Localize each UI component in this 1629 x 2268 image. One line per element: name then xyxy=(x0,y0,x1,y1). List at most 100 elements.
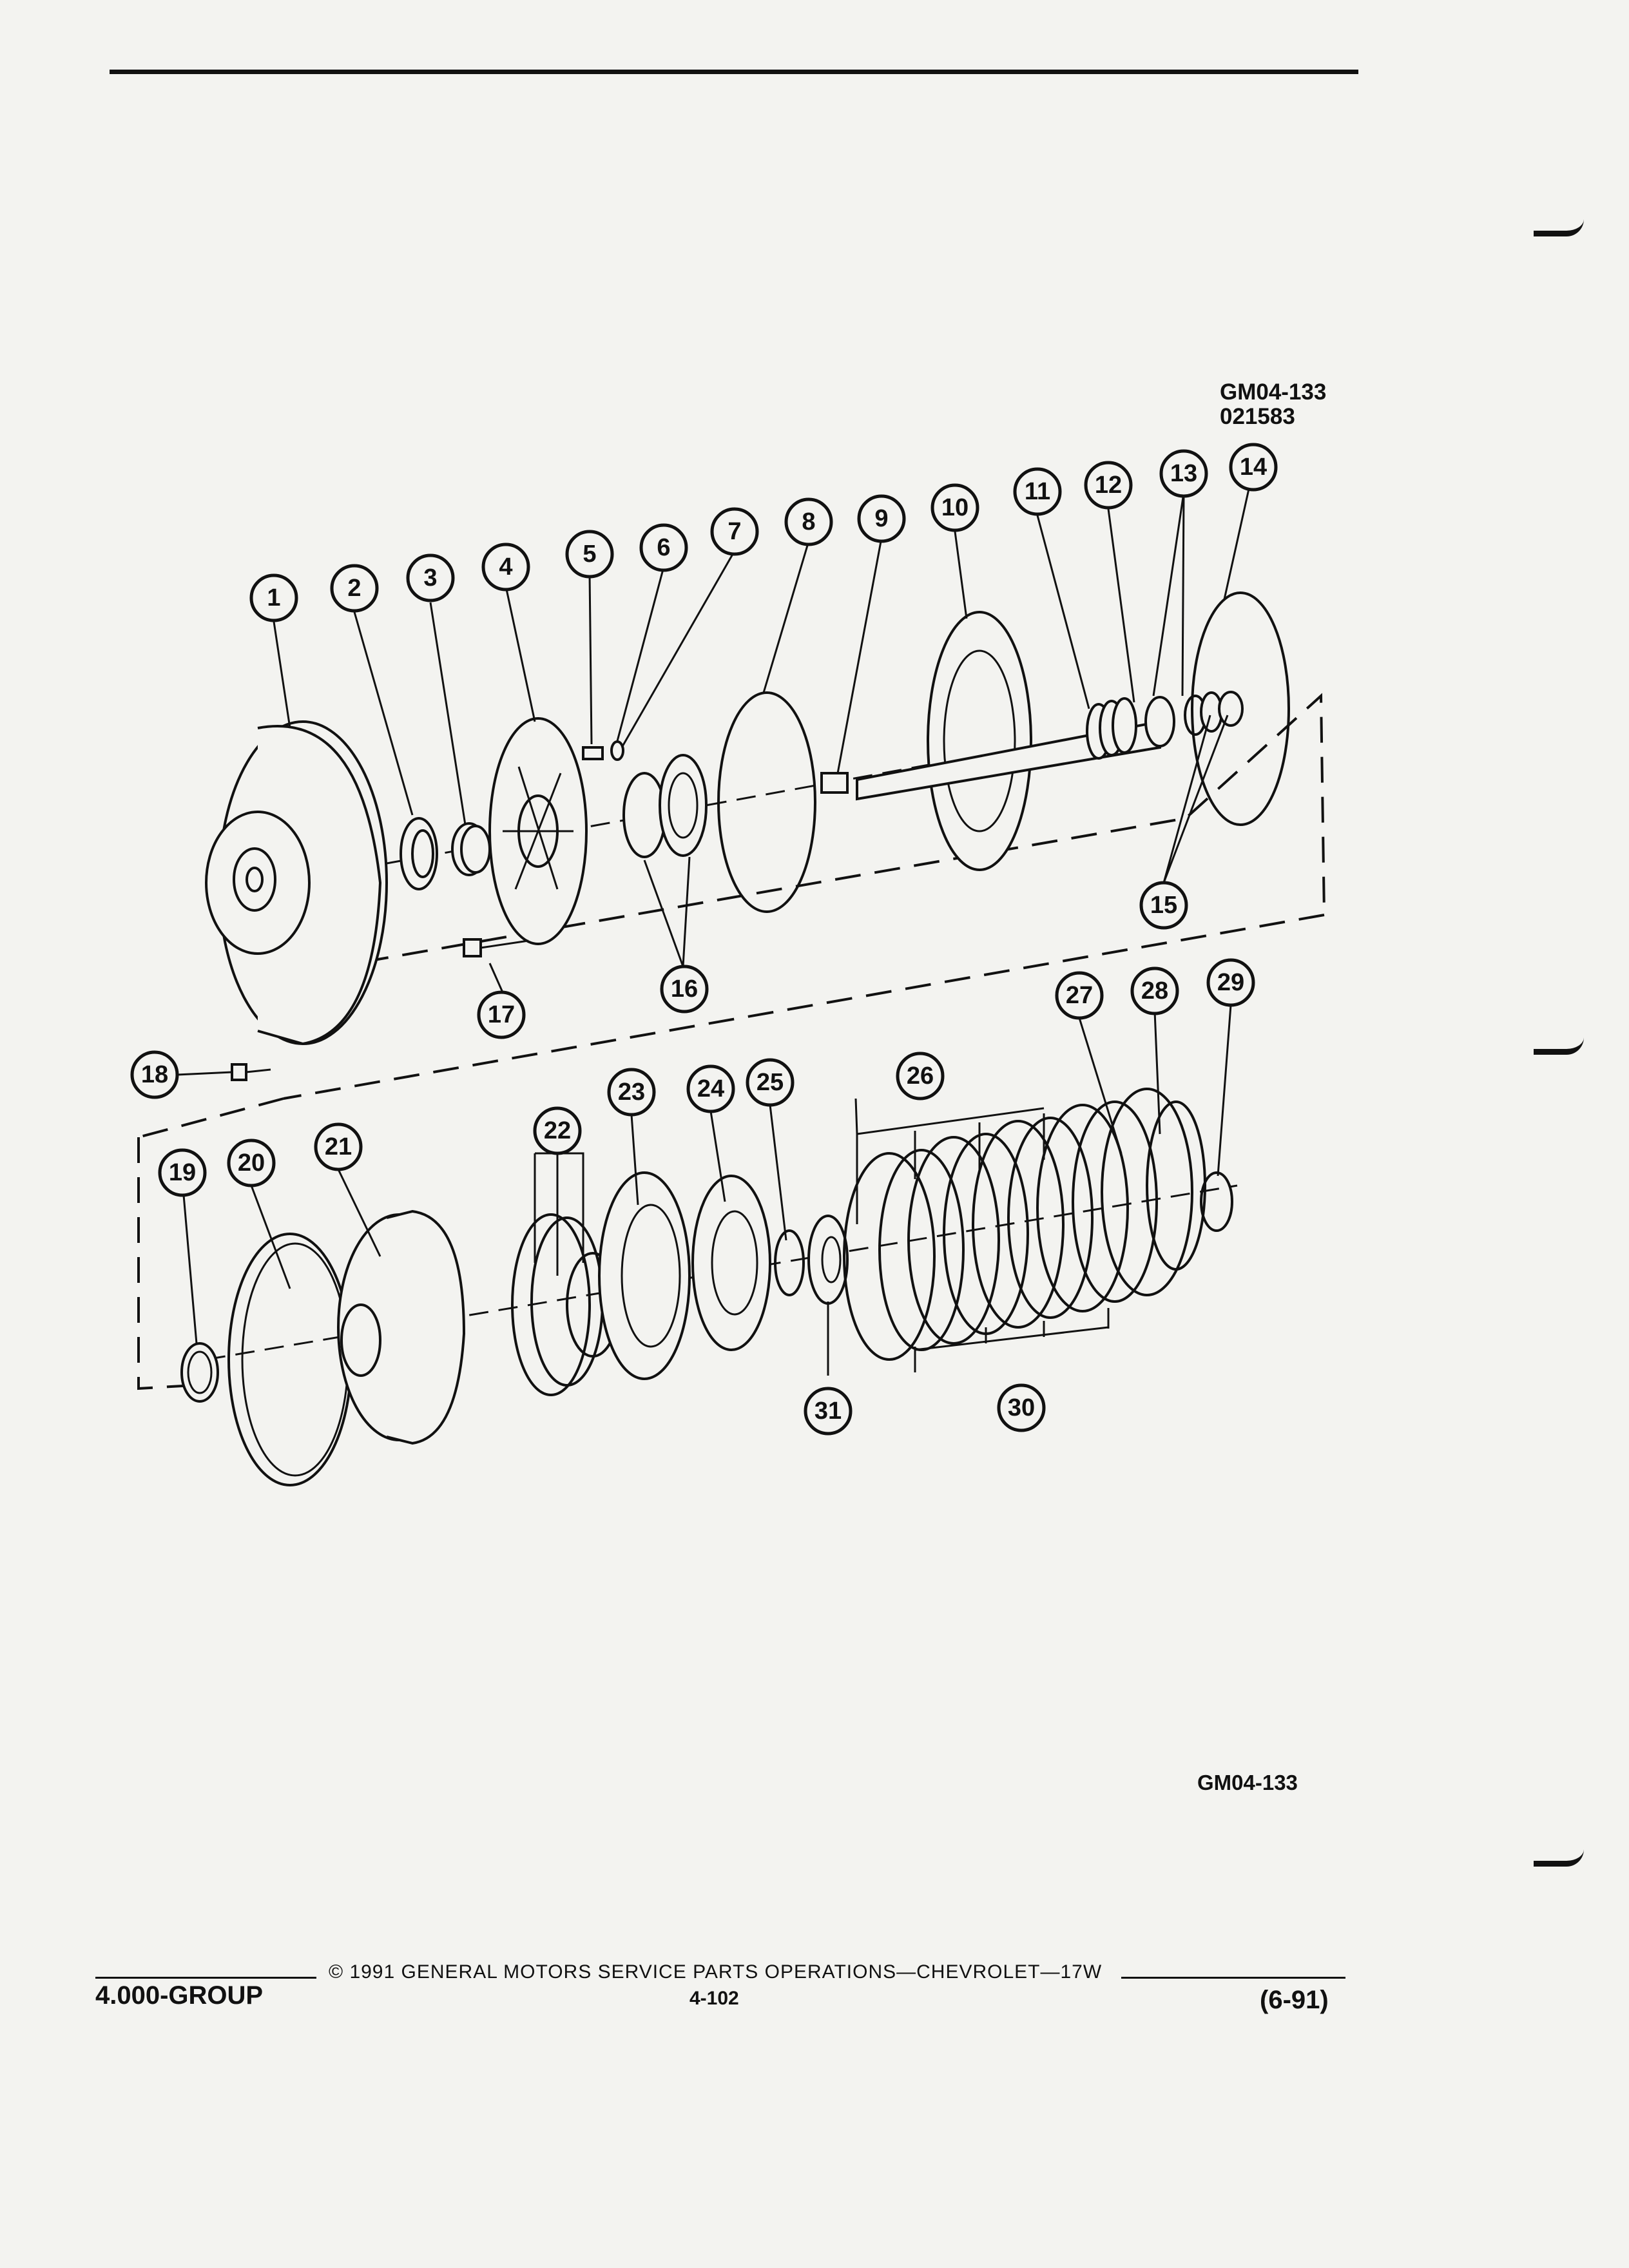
footer-date: (6-91) xyxy=(1260,1986,1329,2014)
svg-text:31: 31 xyxy=(815,1398,842,1425)
footer-rule-left xyxy=(95,1977,316,1979)
pump-body xyxy=(488,717,588,945)
footer-group: 4.000-GROUP xyxy=(95,1981,264,2010)
snap-ring-19 xyxy=(180,1342,219,1403)
svg-text:24: 24 xyxy=(697,1075,724,1102)
svg-text:16: 16 xyxy=(671,975,698,1003)
clutch-piston xyxy=(598,1171,691,1380)
upper-dash-frame xyxy=(244,693,1325,984)
svg-text:18: 18 xyxy=(141,1061,168,1088)
pump-gasket xyxy=(1191,591,1290,826)
svg-text:2: 2 xyxy=(347,575,361,602)
callout-27: 27 xyxy=(1055,971,1104,1020)
svg-text:28: 28 xyxy=(1141,977,1168,1004)
svg-text:14: 14 xyxy=(1240,454,1267,481)
callout-31: 31 xyxy=(804,1387,853,1436)
page-tab-mark xyxy=(1534,219,1584,236)
svg-text:23: 23 xyxy=(618,1079,645,1106)
svg-text:12: 12 xyxy=(1095,472,1122,499)
snap-ring-29 xyxy=(1200,1171,1233,1232)
callout-7: 7 xyxy=(710,507,759,556)
callout-14: 14 xyxy=(1229,443,1278,492)
svg-text:20: 20 xyxy=(238,1149,265,1177)
thrust-washer-31 xyxy=(807,1215,849,1305)
svg-text:3: 3 xyxy=(423,564,437,591)
svg-text:4: 4 xyxy=(499,553,512,581)
svg-text:8: 8 xyxy=(802,508,815,535)
intermediate-band xyxy=(227,1233,352,1486)
callout-24: 24 xyxy=(686,1064,735,1113)
pump-washer xyxy=(610,740,624,761)
svg-text:10: 10 xyxy=(941,494,969,521)
callout-6: 6 xyxy=(639,523,688,572)
pump-bolt xyxy=(463,938,529,957)
svg-text:11: 11 xyxy=(1025,478,1050,505)
stator-bushing xyxy=(820,772,849,794)
callout-8: 8 xyxy=(784,497,833,546)
svg-text:19: 19 xyxy=(169,1159,196,1186)
thrust-washer xyxy=(1218,691,1244,727)
callout-18: 18 xyxy=(130,1050,179,1099)
svg-text:30: 30 xyxy=(1008,1394,1035,1421)
upper-dash-frame-bottom xyxy=(283,914,1325,1100)
seal-ring xyxy=(1144,696,1175,747)
footer-rule-right xyxy=(1121,1977,1345,1979)
page-tab-mark xyxy=(1534,1037,1584,1055)
pump-bushing xyxy=(451,822,491,876)
callout-1: 1 xyxy=(249,573,298,622)
callout-17: 17 xyxy=(477,990,526,1039)
pump-gears xyxy=(622,754,708,858)
callout-30: 30 xyxy=(997,1383,1046,1432)
callout-20: 20 xyxy=(227,1139,276,1187)
torque-converter xyxy=(205,720,388,1046)
svg-text:29: 29 xyxy=(1217,969,1244,996)
callout-15: 15 xyxy=(1139,881,1188,930)
callout-5: 5 xyxy=(565,530,614,579)
callout-16: 16 xyxy=(660,965,709,1014)
pump-seal-ring xyxy=(717,691,816,913)
callout-11: 11 xyxy=(1013,467,1062,516)
callout-21: 21 xyxy=(314,1122,363,1171)
retaining-ring-25 xyxy=(774,1229,805,1296)
converter-bolt xyxy=(231,1063,271,1081)
svg-text:5: 5 xyxy=(583,541,596,568)
footer-page-number: 4-102 xyxy=(689,1988,739,2009)
lower-dash-connector xyxy=(138,1097,284,1139)
figure-id: GM04-133 021583 xyxy=(1220,380,1326,429)
callout-3: 3 xyxy=(406,553,455,602)
svg-text:27: 27 xyxy=(1066,982,1093,1009)
figure-id-line1: GM04-133 xyxy=(1220,380,1327,405)
oil-seal-rings xyxy=(1086,697,1137,760)
pump-seal xyxy=(400,817,438,890)
callout-22: 22 xyxy=(533,1106,582,1155)
callout-26: 26 xyxy=(896,1052,945,1100)
pump-cover xyxy=(856,611,1161,871)
callout-10: 10 xyxy=(930,483,979,532)
svg-text:25: 25 xyxy=(757,1069,784,1096)
callout-23: 23 xyxy=(607,1068,656,1117)
pump-plug xyxy=(582,746,604,760)
svg-text:15: 15 xyxy=(1150,892,1177,919)
callout-12: 12 xyxy=(1084,461,1133,510)
callout-13: 13 xyxy=(1159,449,1208,498)
svg-text:26: 26 xyxy=(907,1062,934,1090)
svg-text:9: 9 xyxy=(874,505,888,532)
callout-19: 19 xyxy=(158,1148,207,1197)
svg-text:6: 6 xyxy=(657,534,670,561)
figure-id-line2: 021583 xyxy=(1220,404,1295,429)
callout-4: 4 xyxy=(481,543,530,591)
svg-text:13: 13 xyxy=(1170,460,1197,487)
svg-text:21: 21 xyxy=(325,1133,352,1160)
figure-id-bottom: GM04-133 xyxy=(1197,1771,1298,1794)
lower-dash-frame xyxy=(137,1137,194,1390)
svg-text:7: 7 xyxy=(728,518,741,545)
callout-25: 25 xyxy=(746,1058,795,1107)
spring-retainer xyxy=(691,1175,771,1351)
svg-text:22: 22 xyxy=(544,1117,571,1144)
top-rule xyxy=(110,70,1358,74)
callout-28: 28 xyxy=(1130,966,1179,1015)
leader-lines xyxy=(177,483,1251,1376)
callout-9: 9 xyxy=(857,494,906,543)
clutch-plates xyxy=(843,1100,1158,1361)
